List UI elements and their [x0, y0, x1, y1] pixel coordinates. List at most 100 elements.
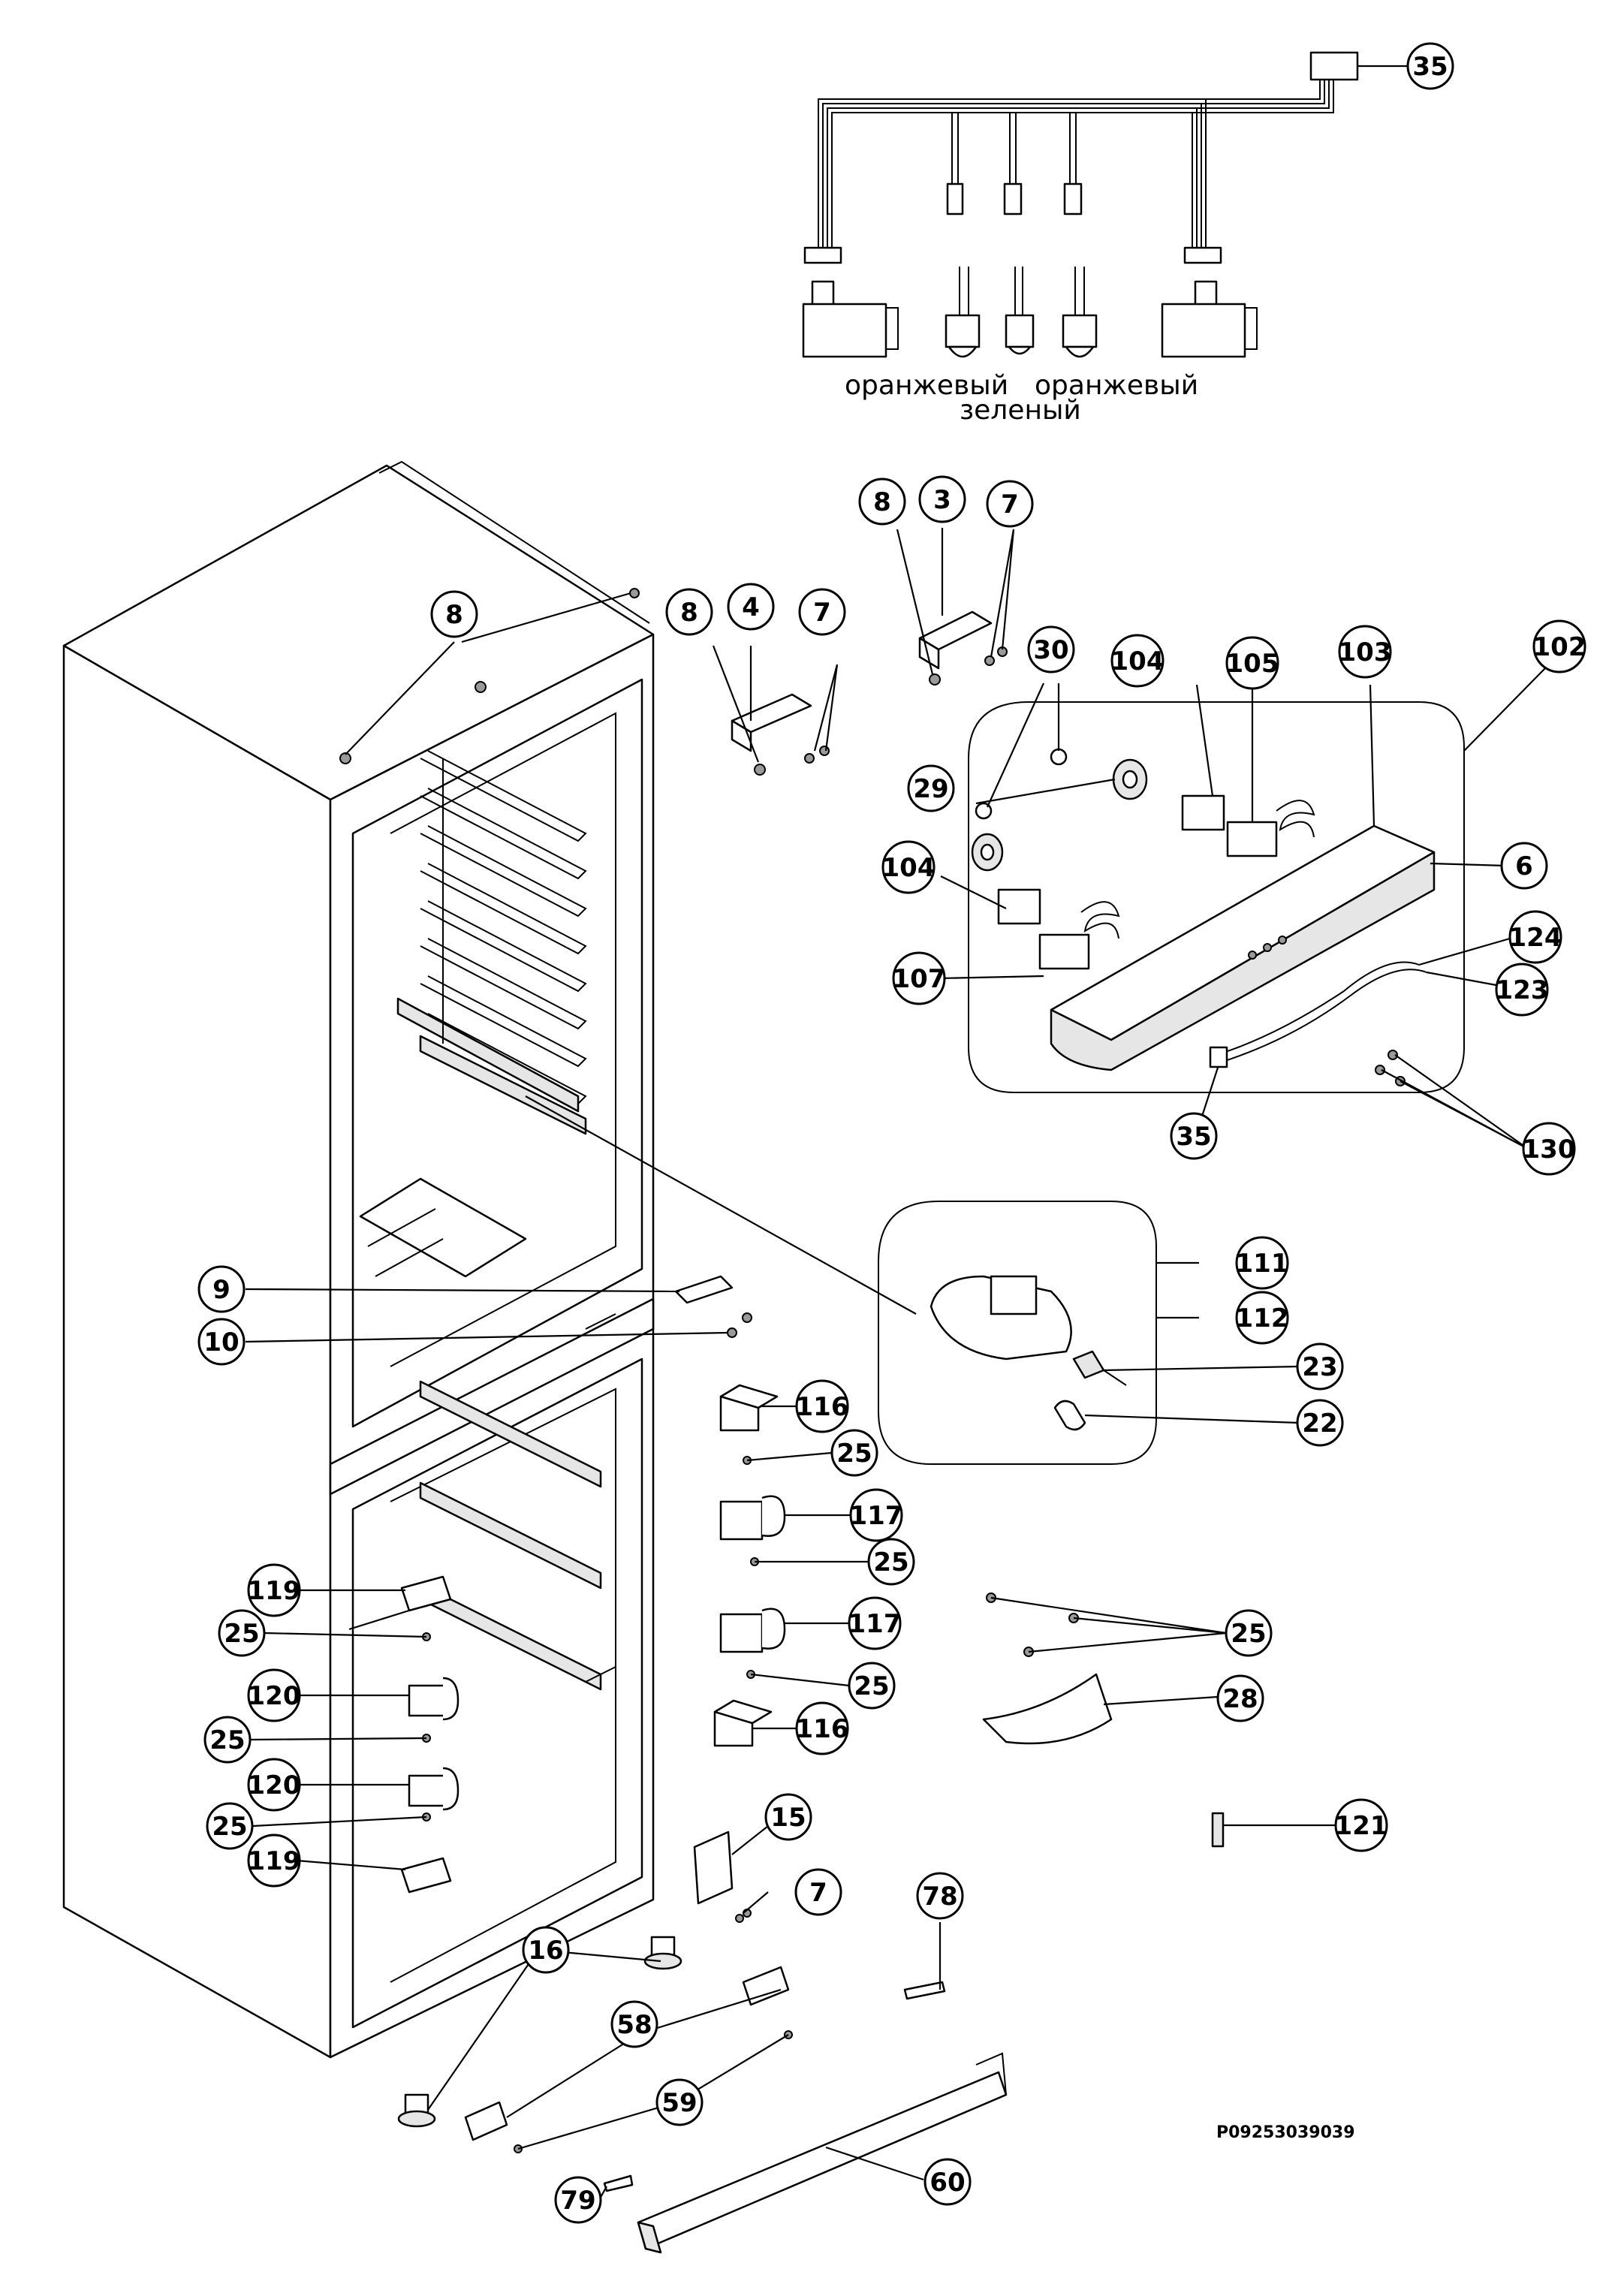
- svg-text:25: 25: [209, 1725, 245, 1755]
- callout-112: 112: [1235, 1291, 1289, 1345]
- wire-label-orange-right: оранжевый: [1035, 370, 1198, 401]
- svg-text:29: 29: [913, 774, 948, 804]
- callout-28: 28: [1216, 1674, 1264, 1722]
- wire-label-orange-left: оранжевый: [845, 370, 1008, 401]
- callout-58: 58: [610, 2000, 658, 2048]
- callout-121: 121: [1334, 1798, 1388, 1852]
- callout-8: 8: [430, 590, 478, 638]
- svg-text:111: 111: [1236, 1249, 1289, 1279]
- svg-text:4: 4: [742, 592, 760, 622]
- svg-text:28: 28: [1222, 1684, 1258, 1714]
- callout-6: 6: [1500, 842, 1548, 890]
- svg-text:79: 79: [560, 2186, 595, 2216]
- callout-25: 25: [830, 1429, 878, 1477]
- svg-text:8: 8: [680, 598, 698, 628]
- callout-59: 59: [655, 2078, 704, 2126]
- svg-text:23: 23: [1302, 1352, 1337, 1382]
- callout-3: 3: [918, 475, 966, 523]
- callout-124: 124: [1508, 910, 1562, 964]
- svg-text:25: 25: [836, 1439, 872, 1469]
- svg-text:104: 104: [1111, 646, 1165, 676]
- callout-123: 123: [1495, 963, 1549, 1017]
- svg-text:117: 117: [848, 1609, 902, 1639]
- callout-9: 9: [197, 1265, 246, 1313]
- callout-116: 116: [795, 1701, 849, 1755]
- callout-8: 8: [858, 478, 906, 526]
- svg-text:120: 120: [248, 1770, 301, 1800]
- svg-text:102: 102: [1533, 632, 1586, 662]
- control-panel-cluster: [968, 701, 1465, 1093]
- callout-4: 4: [727, 583, 775, 631]
- callout-120: 120: [247, 1758, 301, 1812]
- wiring-harness: оранжевый оранжевый зеленый: [802, 51, 1359, 426]
- svg-text:116: 116: [796, 1714, 849, 1744]
- callout-16: 16: [522, 1926, 570, 1974]
- callout-103: 103: [1338, 625, 1392, 679]
- callout-25: 25: [206, 1802, 254, 1850]
- svg-text:35: 35: [1412, 52, 1448, 82]
- callout-23: 23: [1296, 1342, 1344, 1391]
- svg-text:6: 6: [1515, 851, 1533, 881]
- wire-label-green: зеленый: [960, 395, 1081, 426]
- svg-text:78: 78: [922, 1882, 957, 1912]
- svg-text:15: 15: [770, 1803, 806, 1833]
- svg-text:107: 107: [893, 964, 946, 994]
- callout-104: 104: [1110, 634, 1165, 688]
- callout-25: 25: [867, 1538, 915, 1586]
- callout-60: 60: [923, 2158, 972, 2206]
- svg-text:25: 25: [212, 1812, 247, 1842]
- callout-117: 117: [849, 1488, 903, 1542]
- svg-text:7: 7: [813, 598, 831, 628]
- svg-text:116: 116: [796, 1392, 849, 1422]
- callout-25: 25: [848, 1662, 896, 1710]
- svg-text:103: 103: [1339, 637, 1392, 667]
- svg-text:130: 130: [1523, 1134, 1576, 1165]
- svg-text:119: 119: [248, 1846, 301, 1876]
- svg-text:7: 7: [809, 1878, 827, 1908]
- svg-text:25: 25: [1231, 1619, 1266, 1649]
- callout-10: 10: [197, 1318, 246, 1366]
- svg-text:16: 16: [528, 1936, 563, 1966]
- hardware-parts: [339, 588, 1225, 2254]
- svg-text:22: 22: [1302, 1409, 1337, 1439]
- svg-text:104: 104: [882, 853, 936, 883]
- svg-text:30: 30: [1033, 635, 1068, 665]
- svg-text:60: 60: [930, 2168, 965, 2198]
- svg-text:112: 112: [1236, 1303, 1289, 1333]
- callout-79: 79: [554, 2176, 602, 2224]
- svg-text:9: 9: [212, 1275, 230, 1305]
- callout-8: 8: [665, 588, 713, 636]
- svg-text:25: 25: [873, 1547, 908, 1577]
- callout-30: 30: [1027, 625, 1075, 673]
- lamp-cluster: [878, 1201, 1157, 1465]
- svg-text:25: 25: [854, 1671, 889, 1701]
- callout-15: 15: [764, 1793, 812, 1841]
- callout-130: 130: [1522, 1122, 1576, 1176]
- svg-text:8: 8: [873, 487, 891, 517]
- svg-text:59: 59: [661, 2088, 697, 2118]
- svg-text:121: 121: [1335, 1811, 1388, 1841]
- callout-25: 25: [203, 1716, 252, 1764]
- callout-111: 111: [1235, 1236, 1289, 1290]
- callout-117: 117: [848, 1596, 902, 1650]
- svg-text:124: 124: [1509, 923, 1562, 953]
- callout-7: 7: [986, 480, 1034, 528]
- callout-107: 107: [892, 951, 946, 1005]
- callout-7: 7: [794, 1868, 842, 1916]
- svg-text:10: 10: [203, 1327, 239, 1357]
- svg-text:105: 105: [1226, 649, 1279, 679]
- svg-text:119: 119: [248, 1576, 301, 1606]
- callout-116: 116: [795, 1379, 849, 1433]
- svg-text:120: 120: [248, 1681, 301, 1711]
- callout-105: 105: [1225, 636, 1279, 690]
- drawing-code: P09253039039: [1216, 2123, 1355, 2142]
- callout-102: 102: [1532, 619, 1586, 673]
- svg-text:117: 117: [850, 1501, 903, 1531]
- svg-text:8: 8: [445, 600, 463, 630]
- svg-text:3: 3: [933, 485, 951, 515]
- callout-7: 7: [798, 588, 846, 636]
- callout-120: 120: [247, 1668, 301, 1722]
- svg-text:35: 35: [1176, 1122, 1211, 1152]
- callout-119: 119: [247, 1834, 301, 1888]
